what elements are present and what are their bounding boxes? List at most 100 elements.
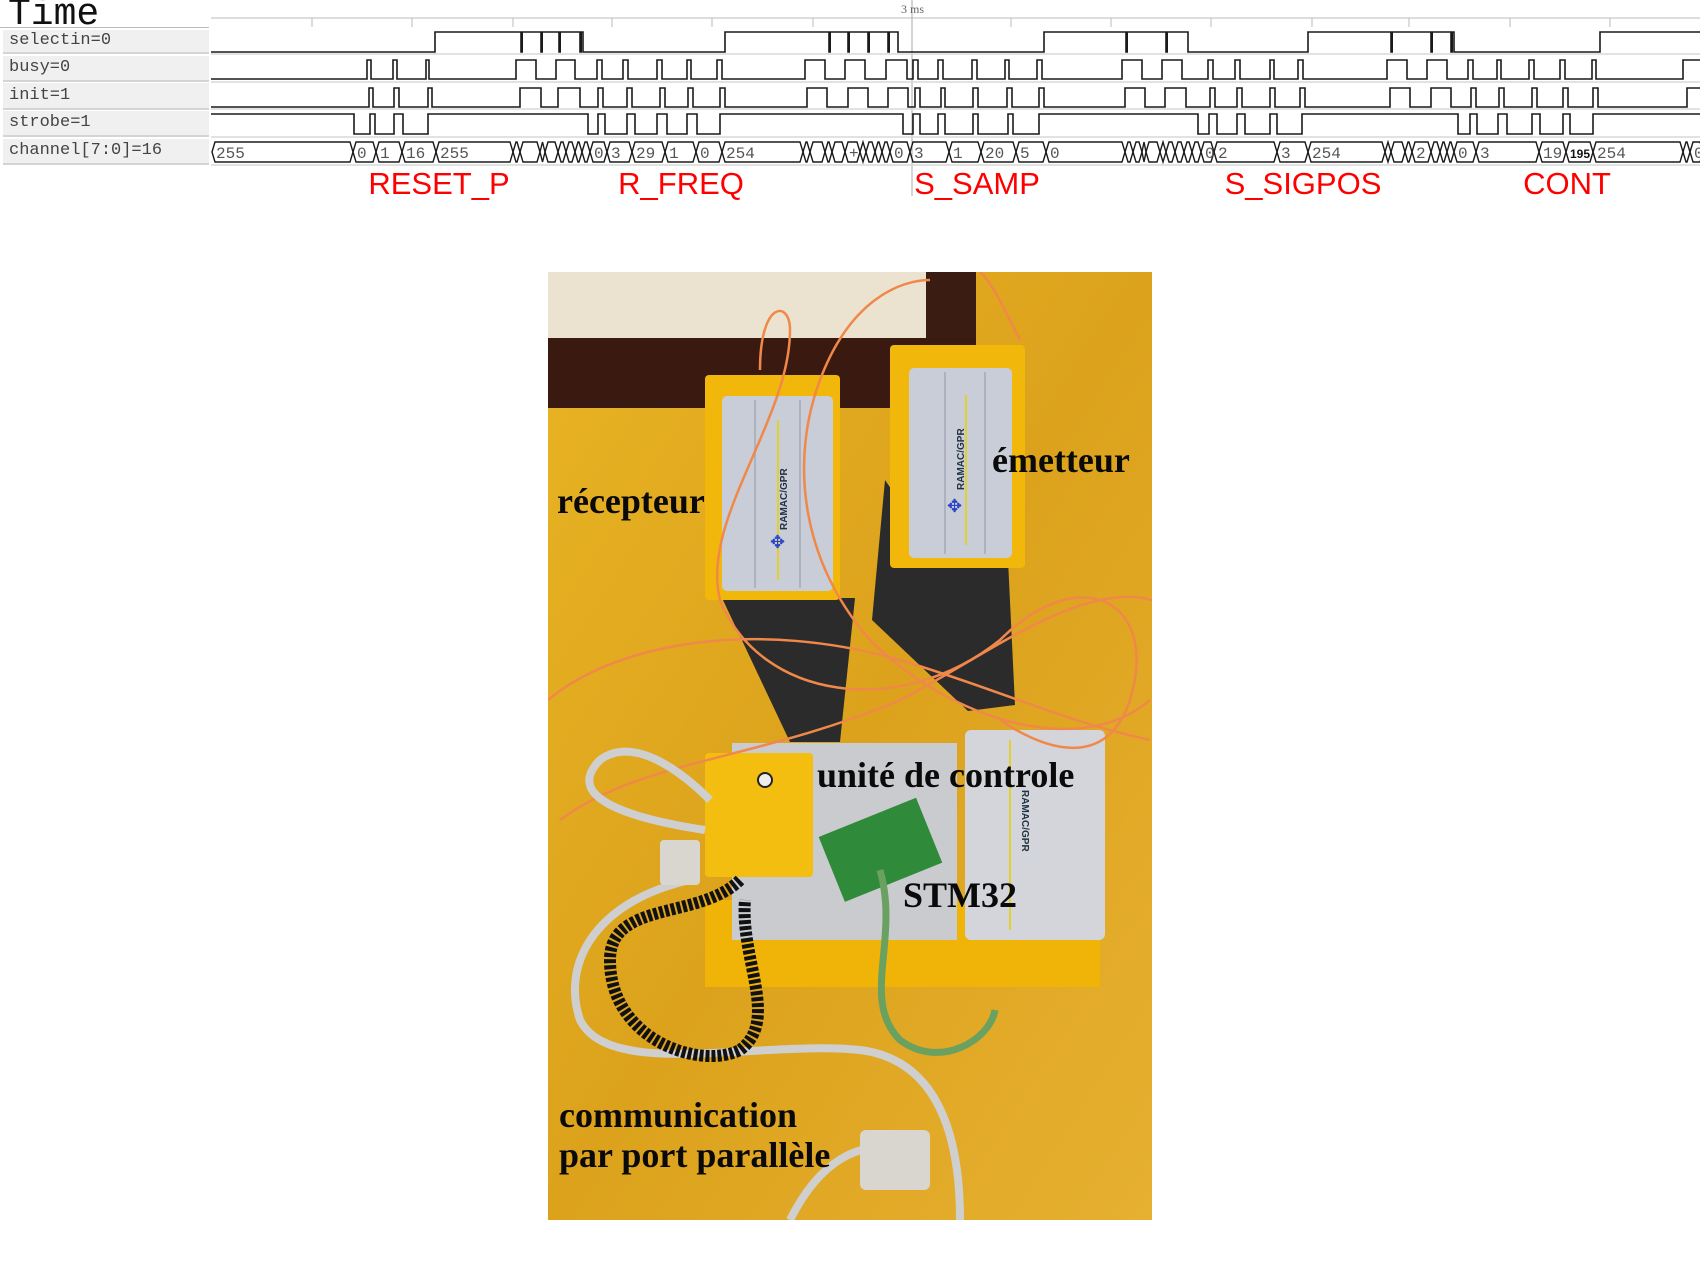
time-label-divider <box>0 27 209 28</box>
bus-segment[interactable] <box>512 141 521 163</box>
emitter-marking: RAMAC/GPR <box>956 428 967 490</box>
bus-value-label: 195 <box>1570 147 1590 161</box>
bus-value-label: 1 <box>380 145 390 163</box>
bus-segment[interactable] <box>1183 141 1193 163</box>
bus-value-label: 16 <box>406 145 425 163</box>
signal-label-channel[interactable]: channel[7:0]=16 <box>3 139 209 165</box>
bus-segment[interactable] <box>1191 141 1202 163</box>
bus-segment[interactable] <box>881 141 891 163</box>
trace-init[interactable] <box>211 87 1700 108</box>
bus-value-label: 0 <box>700 145 710 163</box>
trace-strobe[interactable] <box>211 113 1700 135</box>
label-parallel-port: par port parallèle <box>559 1135 831 1175</box>
bus-segment[interactable] <box>865 141 876 163</box>
bus-segment[interactable] <box>1165 141 1176 163</box>
bus-value-label: 0 <box>594 145 604 163</box>
bus-value-label: 254 <box>1312 145 1341 163</box>
bus-value-label: 255 <box>216 145 245 163</box>
bus-segment[interactable] <box>1390 141 1406 163</box>
receiver-stand <box>722 598 855 742</box>
signal-label-busy[interactable]: busy=0 <box>3 56 209 82</box>
state-label-s-sigpos: S_SIGPOS <box>1224 166 1382 201</box>
bus-value-label: 3 <box>914 145 924 163</box>
bus-segment[interactable] <box>1145 141 1161 163</box>
ribbon-cable <box>876 869 999 1056</box>
bus-value-label: 2 <box>1218 145 1228 163</box>
state-label-cont: CONT <box>1523 166 1611 201</box>
coiled-cable <box>603 875 764 1062</box>
bus-segment[interactable] <box>874 141 883 163</box>
bus-value-label: + <box>849 145 859 163</box>
fiber-cables <box>548 272 1152 822</box>
bus-value-label: 0 <box>357 145 367 163</box>
bus-value-label: 0 <box>1205 145 1215 163</box>
bus-segment[interactable] <box>802 141 811 163</box>
bus-segment[interactable] <box>859 139 867 165</box>
label-control-unit: unité de controle <box>817 755 1075 795</box>
state-label-r-freq: R_FREQ <box>618 166 744 201</box>
trace-busy[interactable] <box>211 59 1700 80</box>
bus-value-label: 0 <box>1050 145 1060 163</box>
state-label-reset-p: RESET_P <box>368 166 510 201</box>
trace-selectin[interactable] <box>211 31 1700 53</box>
label-emitter: émetteur <box>992 440 1130 480</box>
bus-segment[interactable] <box>1404 141 1413 163</box>
row-separators <box>211 53 1700 166</box>
time-axis <box>211 17 1700 27</box>
control-unit-antenna <box>965 730 1105 940</box>
bus-segment[interactable] <box>831 141 846 163</box>
bus-value-label: 2 <box>1416 145 1426 163</box>
bus-value-label: 19 <box>1543 145 1562 163</box>
bus-segment[interactable] <box>519 141 541 163</box>
stm32-board <box>818 797 943 902</box>
emitter-logo-icon: ✥ <box>947 496 962 516</box>
signal-label-strobe[interactable]: strobe=1 <box>3 111 209 137</box>
bus-value-label: 254 <box>726 145 755 163</box>
bus-segment[interactable] <box>539 141 546 163</box>
cursor-time-readout: 3 ms <box>901 2 924 16</box>
state-label-s-samp: S_SAMP <box>914 166 1040 201</box>
bus-segment[interactable] <box>1430 141 1441 163</box>
bus-segment[interactable] <box>581 141 591 163</box>
bus-value-label: 255 <box>440 145 469 163</box>
bus-segment[interactable] <box>1174 141 1185 163</box>
signal-label-selectin[interactable]: selectin=0 <box>3 30 209 54</box>
label-receiver: récepteur <box>557 481 705 521</box>
bus-value-label: 3 <box>611 145 621 163</box>
bus-value-label: 254 <box>1597 145 1626 163</box>
bus-segment[interactable] <box>1439 141 1448 163</box>
bus-value-label: 0 <box>1694 145 1700 163</box>
bus-segment[interactable] <box>1384 139 1392 165</box>
control-unit-marking: RAMAC/GPR <box>1019 790 1030 852</box>
label-stm32: STM32 <box>903 875 1018 915</box>
emitter-body <box>909 368 1012 558</box>
bus-segment[interactable] <box>544 141 559 163</box>
bus-segment[interactable] <box>557 141 567 163</box>
signal-label-init[interactable]: init=1 <box>3 83 209 110</box>
bus-segment[interactable] <box>574 141 583 163</box>
bus-value-label: 0 <box>894 145 904 163</box>
junction-box-button <box>757 772 773 788</box>
bus-value-label: 0 <box>1458 145 1468 163</box>
bus-segment[interactable] <box>1159 139 1167 165</box>
receiver-marking: RAMAC/GPR <box>779 468 790 530</box>
bus-segment[interactable] <box>1124 141 1134 163</box>
receiver-logo-icon: ✥ <box>770 532 785 552</box>
wall <box>548 272 926 338</box>
bus-segment[interactable] <box>1682 141 1691 163</box>
parallel-port-connector <box>860 1130 930 1190</box>
bus-value-label: 3 <box>1480 145 1490 163</box>
photo-illustration: RAMAC/GPR ✥ RAMAC/GPR ✥ RAMAC/GPR <box>548 272 1152 1220</box>
bus-segment[interactable] <box>565 141 576 163</box>
bus-value-label: 5 <box>1020 145 1030 163</box>
bus-segment[interactable] <box>809 141 826 163</box>
bus-value-label: 29 <box>636 145 655 163</box>
bus-segment[interactable] <box>824 141 833 163</box>
bus-segment[interactable] <box>1446 141 1455 163</box>
bus-segment[interactable] <box>1689 141 1700 163</box>
junction-box <box>705 753 813 877</box>
bus-segment[interactable] <box>1132 141 1143 163</box>
hardware-photo: RAMAC/GPR ✥ RAMAC/GPR ✥ RAMAC/GPR <box>548 272 1152 1220</box>
bus-value-label: 20 <box>985 145 1004 163</box>
